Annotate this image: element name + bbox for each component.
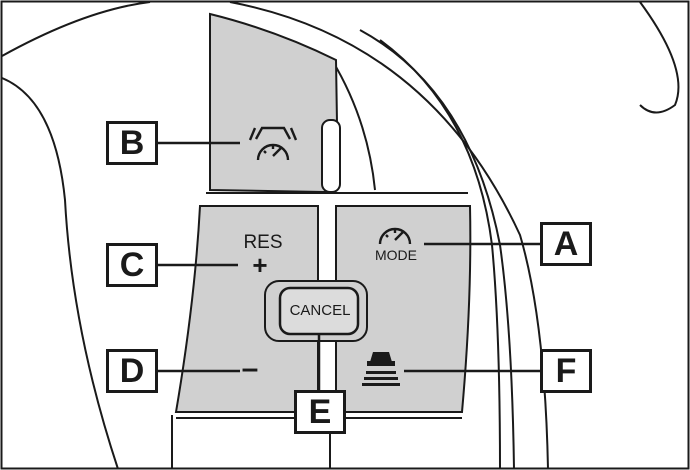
cancel-button[interactable]: CANCEL: [289, 302, 351, 319]
plus-sign: +: [252, 250, 268, 280]
res-label: RES: [243, 232, 283, 253]
leader-lines: [158, 141, 540, 390]
button-divider-stalk: [321, 119, 341, 193]
callout-b: B: [106, 121, 158, 165]
callout-c: C: [106, 243, 158, 287]
speedometer-icon: [378, 227, 412, 245]
callout-a: A: [540, 222, 592, 266]
car-distance-lines-icon: [362, 352, 400, 386]
upper-button-housing: [209, 12, 340, 194]
callout-e: E: [294, 390, 346, 434]
mode-label: MODE: [375, 247, 417, 263]
callout-f: F: [540, 349, 592, 393]
left-button-housing: [174, 205, 319, 413]
callout-d: D: [106, 349, 158, 393]
right-button-housing: [335, 205, 472, 413]
minus-sign: –: [241, 352, 259, 385]
car-speedometer-icon: [248, 126, 298, 161]
